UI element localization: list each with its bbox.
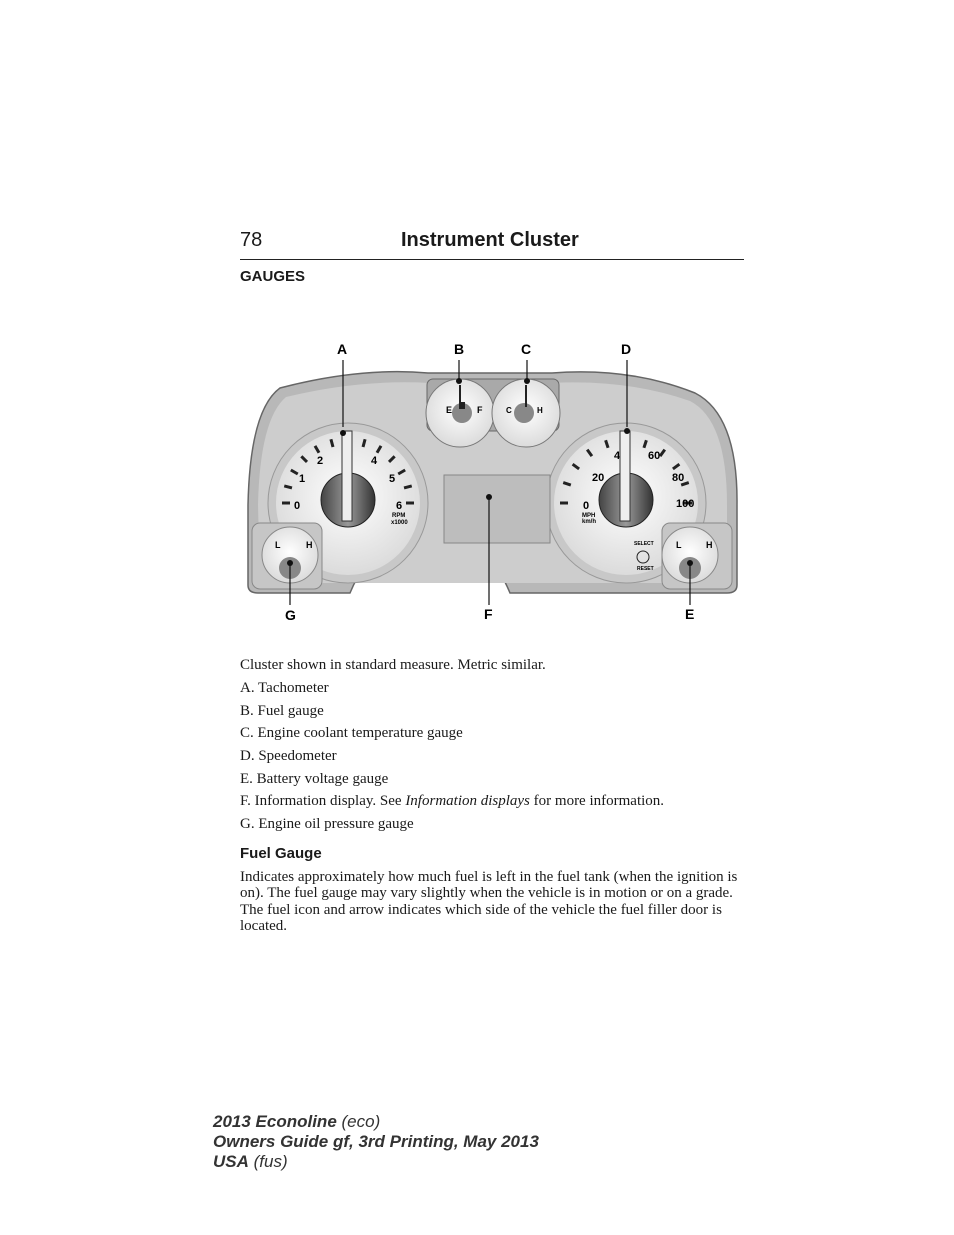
page-number: 78 [240, 229, 263, 251]
dial-tick [290, 468, 299, 476]
dial-tick [403, 484, 413, 490]
legend-f-prefix: F. Information display. See [240, 793, 406, 809]
reset-label: RESET [637, 566, 654, 572]
legend-item-d: D. Speedometer [240, 748, 337, 764]
callout-b: B [454, 341, 464, 357]
callout-g: G [285, 607, 296, 623]
fuel-pump-icon [459, 402, 465, 409]
speed-80: 80 [672, 472, 684, 484]
speed-60: 60 [648, 450, 660, 462]
dial-tick [283, 484, 293, 490]
chapter-title: Instrument Cluster [401, 229, 579, 251]
dial-tick [397, 468, 406, 476]
battery-label-l: L [676, 540, 682, 550]
tach-unit-x1000: x1000 [391, 520, 408, 526]
dial-tick [672, 462, 681, 471]
fuel-label-f: F [477, 405, 483, 415]
dial-tick [658, 448, 667, 457]
tach-unit-rpm: RPM [392, 513, 405, 519]
dial-tick [375, 445, 383, 454]
dial-tick [642, 439, 648, 449]
tach-4: 4 [371, 455, 378, 467]
dial-tick [387, 455, 396, 464]
dial-tick [604, 439, 610, 449]
dial-tick [571, 462, 580, 471]
footer-line-2: Owners Guide gf, 3rd Printing, May 2013 [213, 1132, 539, 1151]
tach-1: 1 [299, 473, 305, 485]
dial-tick [329, 438, 335, 448]
dial-tick [361, 438, 367, 448]
legend-item-f: F. Information display. See Information … [240, 793, 664, 810]
tach-6: 6 [396, 500, 402, 512]
legend-item-c: C. Engine coolant temperature gauge [240, 725, 463, 741]
select-reset-icon [636, 550, 650, 564]
section-title: GAUGES [240, 268, 306, 285]
dial-tick [585, 448, 594, 457]
dial-tick [680, 481, 690, 487]
information-displays-link[interactable]: Information displays [405, 793, 530, 809]
tach-5: 5 [389, 473, 395, 485]
temp-label-c: C [506, 406, 512, 415]
speed-20: 20 [592, 472, 604, 484]
callout-e: E [685, 606, 694, 622]
footer-line-1: 2013 Econoline (eco) [213, 1112, 381, 1131]
dial-tick [562, 481, 572, 487]
dial-tick [313, 445, 321, 454]
legend-f-suffix: for more information. [529, 793, 665, 809]
dial-tick [300, 455, 309, 464]
legend-item-g: G. Engine oil pressure gauge [240, 816, 414, 832]
legend-item-e: E. Battery voltage gauge [240, 771, 389, 787]
footer-line-3: USA (fus) [213, 1152, 288, 1171]
speed-unit-kmh: km/h [582, 519, 596, 525]
tach-2: 2 [317, 455, 323, 467]
callout-f: F [484, 606, 493, 622]
header-rule [240, 259, 744, 260]
oil-label-l: L [275, 540, 281, 550]
callout-a: A [337, 341, 347, 357]
legend-item-b: B. Fuel gauge [240, 703, 324, 719]
legend-item-a: A. Tachometer [240, 680, 329, 696]
speed-100: 100 [676, 498, 694, 510]
fuel-gauge-paragraph: Indicates approximately how much fuel is… [240, 869, 738, 935]
instrument-cluster-figure: E F C H 0 1 2 3 4 5 6 RPM x1000 0 20 40 … [247, 341, 738, 623]
oil-label-h: H [306, 540, 313, 550]
page-footer: 2013 Econoline (eco) Owners Guide gf, 3r… [213, 1112, 539, 1172]
callout-c: C [521, 341, 531, 357]
fuel-label-e: E [446, 405, 452, 415]
fuel-gauge-heading: Fuel Gauge [240, 845, 322, 862]
temp-label-h: H [537, 406, 543, 415]
speed-0: 0 [583, 500, 589, 512]
information-display [443, 474, 551, 544]
callout-d: D [621, 341, 631, 357]
battery-label-h: H [706, 540, 713, 550]
figure-caption: Cluster shown in standard measure. Metri… [240, 657, 546, 673]
tach-0: 0 [294, 500, 300, 512]
select-label: SELECT [634, 541, 654, 547]
speed-unit-mph: MPH [582, 513, 595, 519]
